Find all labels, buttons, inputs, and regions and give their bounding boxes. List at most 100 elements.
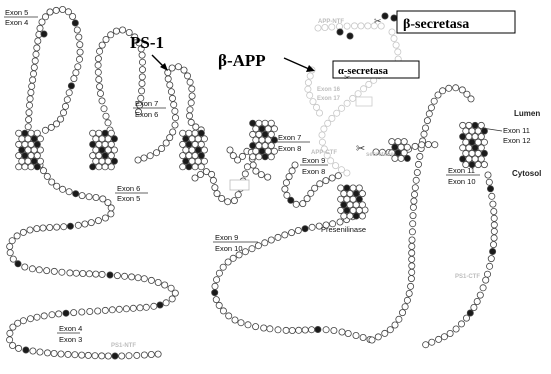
amino-acid-bead	[300, 201, 306, 207]
amino-acid-bead	[90, 153, 96, 159]
amino-acid-bead	[99, 158, 105, 164]
exon-4-top-label: Exon 4	[5, 18, 28, 27]
amino-acid-bead	[37, 136, 43, 142]
amino-acid-bead	[30, 348, 36, 354]
amino-acid-bead	[29, 266, 35, 272]
amino-acid-bead	[47, 224, 53, 230]
amino-acid-bead	[86, 194, 92, 200]
amino-acid-bead	[412, 185, 418, 191]
amino-acid-bead	[16, 345, 22, 351]
amino-acid-bead	[339, 105, 345, 111]
amino-acid-bead	[392, 322, 398, 328]
amino-acid-bead	[31, 64, 37, 70]
amino-acid-bead	[350, 185, 356, 191]
mutation-residue-bead	[23, 347, 29, 353]
amino-acid-bead	[490, 242, 496, 248]
amino-acid-bead	[26, 110, 32, 116]
amino-acid-bead	[96, 130, 102, 136]
amino-acid-bead	[186, 130, 192, 136]
scissors-icon: ✂	[374, 16, 382, 26]
amino-acid-bead	[105, 158, 111, 164]
amino-acid-bead	[341, 191, 347, 197]
amino-acid-bead	[350, 95, 356, 101]
amino-acid-bead	[192, 164, 198, 170]
amino-acid-bead	[111, 147, 117, 153]
amino-acid-bead	[28, 130, 34, 136]
amino-acid-bead	[180, 164, 186, 170]
mutation-residue-bead	[490, 248, 496, 254]
amino-acid-bead	[141, 155, 147, 161]
exon-5-label-b: Exon 5	[117, 194, 140, 203]
amino-acid-bead	[468, 96, 474, 102]
mutation-residue-bead	[31, 136, 37, 142]
exon-17-faint-label: Exon 17	[317, 96, 341, 102]
mutation-residue-bead	[112, 353, 118, 359]
amino-acid-bead	[256, 120, 262, 126]
amino-acid-bead	[96, 164, 102, 170]
amino-acid-bead	[395, 139, 401, 145]
amino-acid-bead	[471, 304, 477, 310]
amino-acid-bead	[7, 337, 13, 343]
amino-acid-bead	[475, 162, 481, 168]
mutation-residue-bead	[392, 144, 398, 150]
amino-acid-bead	[7, 250, 13, 256]
exon-7-label-a: Exon 7	[135, 99, 158, 108]
amino-acid-bead	[99, 98, 105, 104]
amino-acid-bead	[28, 89, 34, 95]
amino-acid-bead	[162, 282, 168, 288]
amino-acid-bead	[67, 270, 73, 276]
amino-acid-bead	[96, 153, 102, 159]
amino-acid-bead	[409, 269, 415, 275]
mutation-residue-bead	[102, 130, 108, 136]
amino-acid-bead	[409, 263, 415, 269]
amino-acid-bead	[289, 168, 295, 174]
amino-acid-bead	[148, 277, 154, 283]
amino-acid-bead	[101, 106, 107, 112]
amino-acid-bead	[401, 139, 407, 145]
amino-acid-bead	[244, 164, 250, 170]
amino-acid-bead	[242, 249, 248, 255]
amino-acid-bead	[283, 180, 289, 186]
amino-acid-bead	[412, 143, 418, 149]
amino-acid-bead	[483, 277, 489, 283]
amino-acid-bead	[188, 100, 194, 106]
amino-acid-bead	[172, 108, 178, 114]
amino-acid-bead	[96, 76, 102, 82]
amino-acid-bead	[105, 147, 111, 153]
secretase-small-label: secretase	[366, 152, 394, 158]
amino-acid-bead	[382, 330, 388, 336]
amino-acid-bead	[339, 329, 345, 335]
mutation-residue-bead	[395, 150, 401, 156]
amino-acid-bead	[253, 148, 259, 154]
amino-acid-bead	[167, 135, 173, 141]
amino-acid-bead	[329, 175, 335, 181]
amino-acid-bead	[119, 353, 125, 359]
amino-acid-bead	[22, 264, 28, 270]
amino-acid-bead	[453, 85, 459, 91]
amino-acid-bead	[99, 136, 105, 142]
amino-acid-bead	[168, 89, 174, 95]
amino-acid-bead	[214, 277, 220, 283]
amino-acid-bead	[411, 191, 417, 197]
amino-acid-bead	[338, 207, 344, 213]
amino-acid-bead	[71, 310, 77, 316]
amino-acid-bead	[425, 141, 431, 147]
amino-acid-bead	[76, 34, 82, 40]
exon-8-label-b: Exon 8	[302, 167, 325, 176]
amino-acid-bead	[309, 224, 315, 230]
mutation-residue-bead	[22, 130, 28, 136]
amino-acid-bead	[358, 23, 364, 29]
amino-acid-bead	[268, 237, 274, 243]
amino-acid-bead	[391, 35, 397, 41]
amino-acid-bead	[491, 222, 497, 228]
amino-acid-bead	[73, 270, 79, 276]
amino-acid-bead	[282, 186, 288, 192]
exon-7-label-b: Exon 7	[278, 133, 301, 142]
amino-acid-bead	[414, 169, 420, 175]
amino-acid-bead	[220, 308, 226, 314]
amino-acid-bead	[313, 104, 319, 110]
amino-acid-bead	[296, 327, 302, 333]
amino-acid-bead	[242, 171, 248, 177]
amino-acid-bead	[22, 164, 28, 170]
amino-acid-bead	[366, 81, 372, 87]
